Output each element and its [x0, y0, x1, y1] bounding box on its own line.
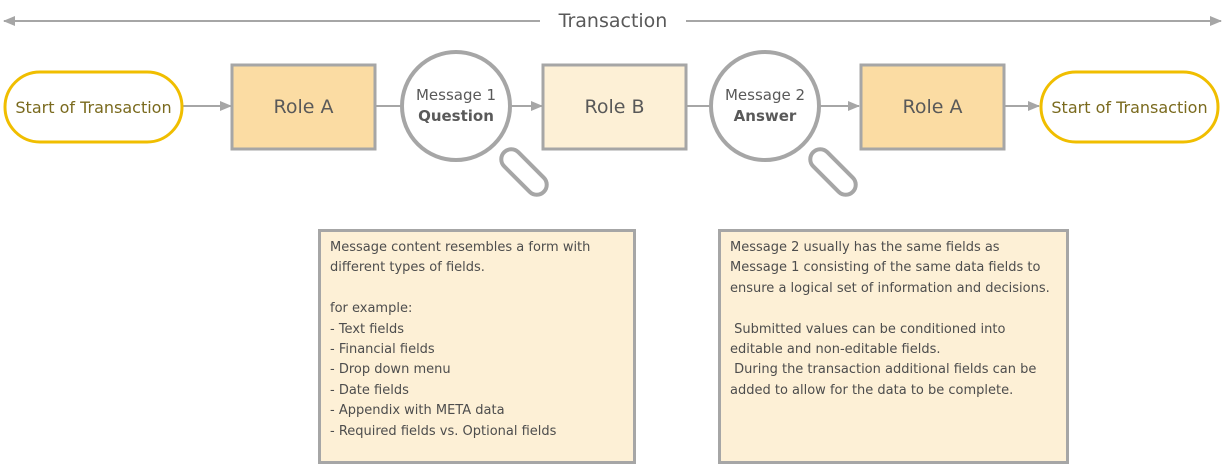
magnifying-glass-icon: [709, 50, 858, 197]
message-2-note: Message 2 usually has the same fields as…: [718, 229, 1069, 464]
message-2-title: Message 2: [724, 86, 806, 104]
magnifying-glass-icon: [400, 50, 549, 197]
message-1-title: Message 1: [415, 86, 497, 104]
role-a-box: Role A: [273, 96, 334, 118]
role-a-box-shape: [230, 63, 377, 151]
role-a-second-box-shape: [859, 63, 1006, 151]
message-2-kind: Answer: [733, 107, 797, 125]
message-2-label: Message 2 Answer: [711, 76, 819, 136]
transaction-title: Transaction: [540, 8, 686, 34]
message-1-label: Message 1 Question: [402, 76, 510, 136]
role-b-box: Role B: [584, 96, 645, 118]
message-1-note: Message content resembles a form with di…: [318, 229, 636, 464]
role-a-second-box: Role A: [902, 96, 963, 118]
start-terminal-shape: [3, 70, 184, 144]
end-terminal-shape: [1039, 70, 1220, 144]
message-1-kind: Question: [418, 107, 494, 125]
end-terminal: Start of Transaction: [1051, 97, 1208, 117]
start-terminal: Start of Transaction: [15, 97, 172, 117]
role-b-box-shape: [541, 63, 688, 151]
